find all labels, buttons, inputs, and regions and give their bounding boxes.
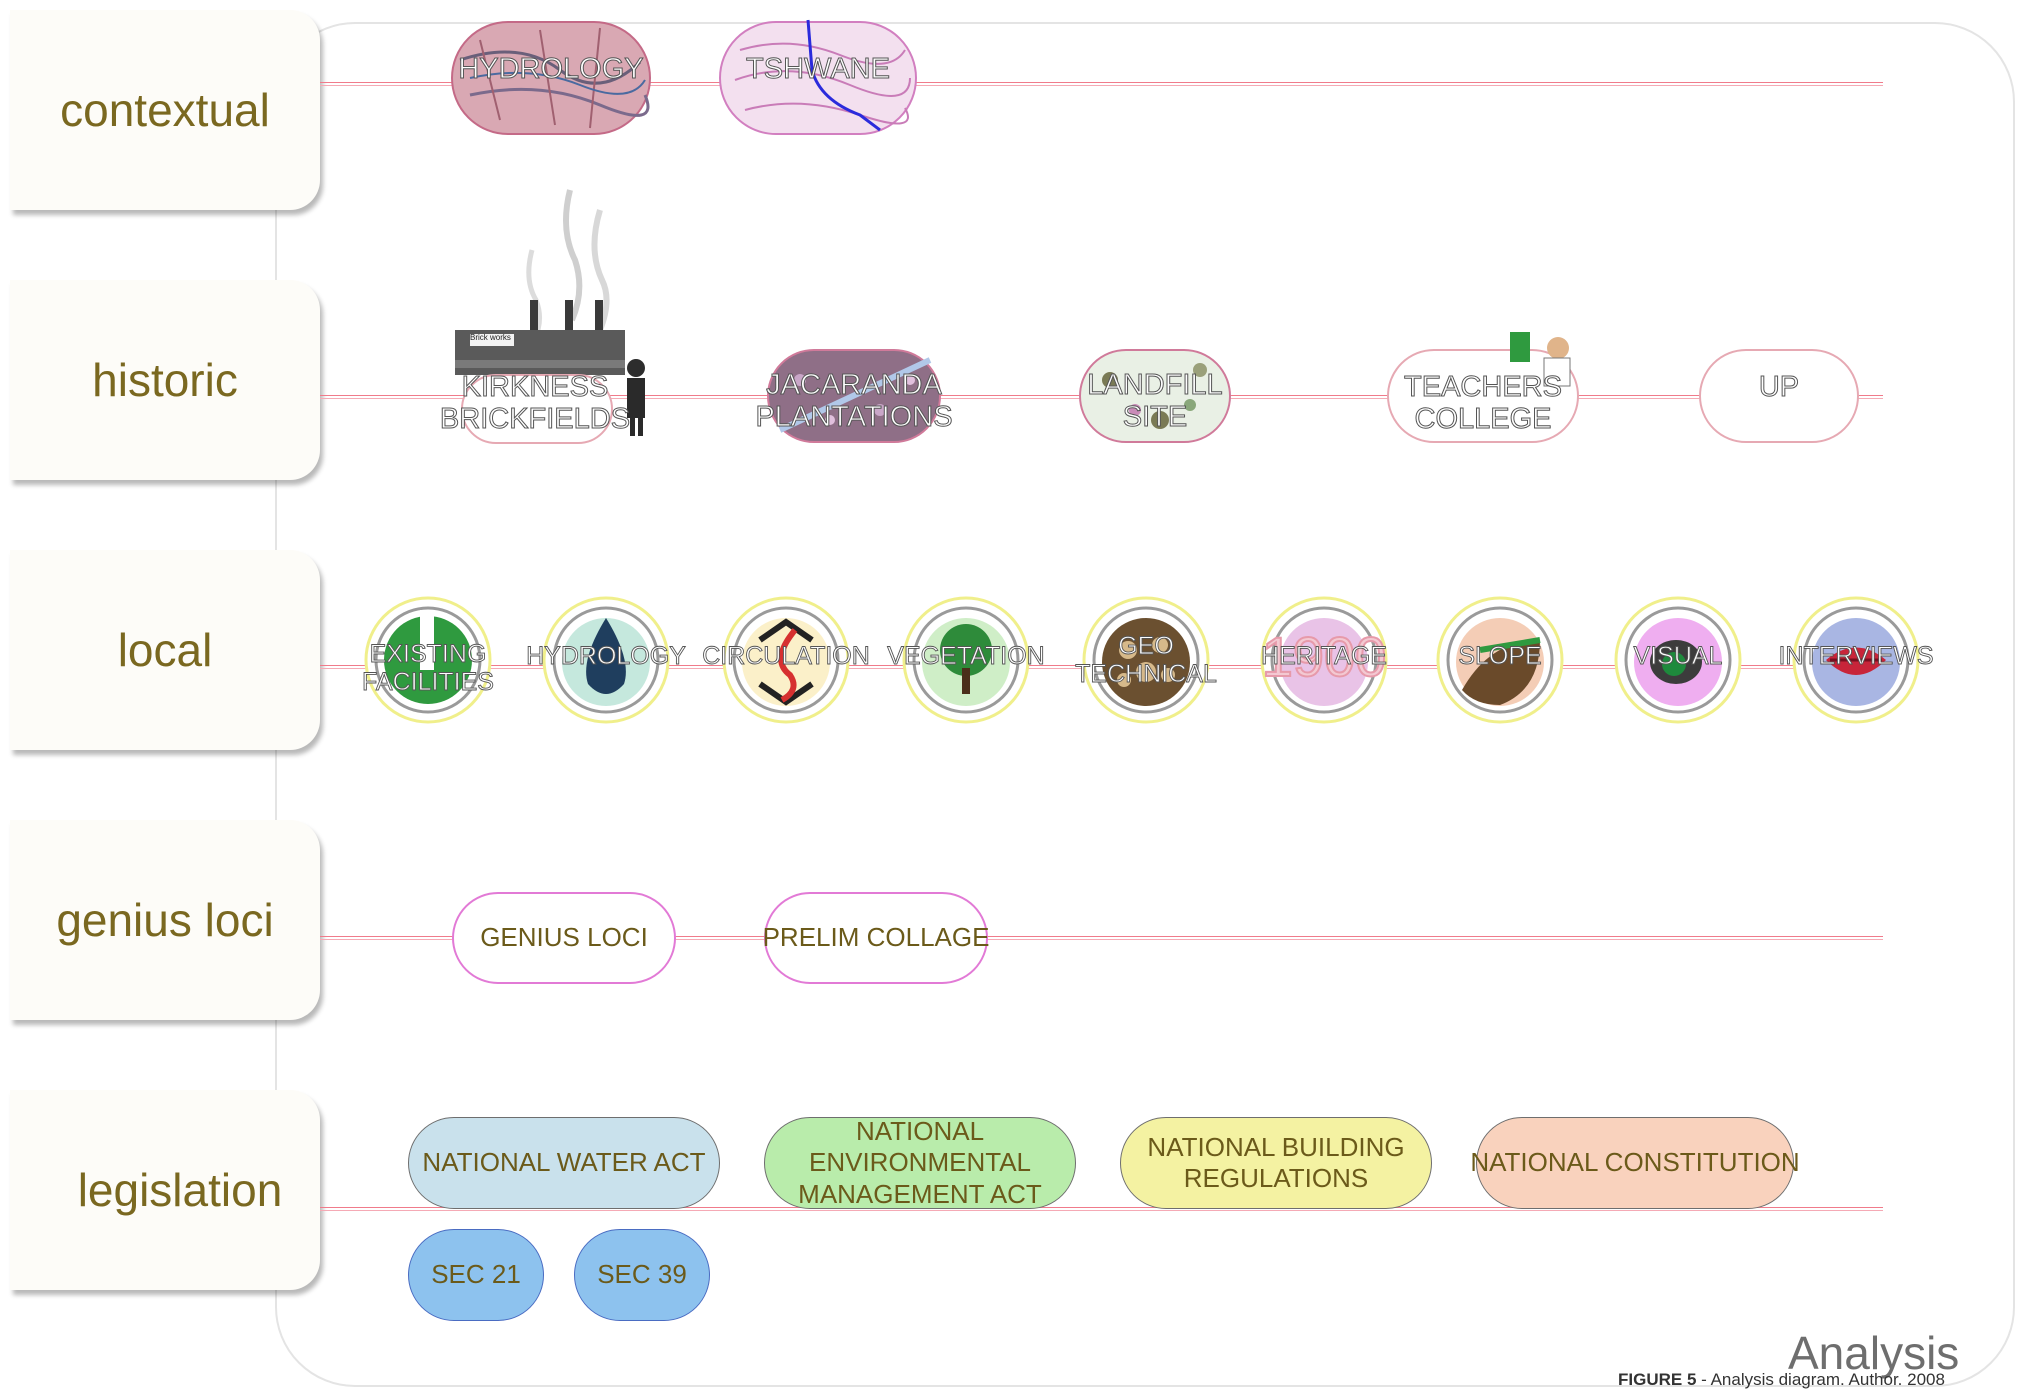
local-hydrology-label: HYDROLOGY — [526, 642, 687, 671]
local-interviews-label: INTERVIEWS — [1778, 642, 1934, 671]
contextual-hydrology-label: HYDROLOGY — [458, 53, 644, 86]
sec39-pill: SEC 39 — [574, 1229, 710, 1321]
brickworks-sign: Brick works — [470, 333, 511, 342]
sec21-pill: SEC 21 — [408, 1229, 544, 1321]
row-tab-genius-loci: genius loci — [10, 820, 320, 1020]
genius-loci-pill: GENIUS LOCI — [452, 892, 676, 984]
geotechnical-icon — [1082, 596, 1210, 724]
figure-caption: FIGURE 5 - Analysis diagram. Author. 200… — [1618, 1370, 1945, 1390]
existing-facilities-icon — [364, 596, 492, 724]
row-tab-contextual: contextual — [10, 10, 320, 210]
row-label-genius-loci: genius loci — [56, 894, 274, 946]
prelim-collage-pill: PRELIM COLLAGE — [762, 892, 990, 984]
prelim-collage-pill-label: PRELIM COLLAGE — [762, 922, 990, 953]
landfill-image — [1079, 349, 1231, 443]
local-slope-label: SLOPE — [1458, 642, 1542, 671]
teachers-college-node — [1387, 332, 1579, 443]
figure-label: FIGURE 5 — [1618, 1370, 1697, 1389]
historic-figure-image — [627, 359, 645, 436]
sec21-label: SEC 21 — [431, 1259, 521, 1290]
row-tab-historic: historic — [10, 280, 320, 480]
kirkness-node — [461, 374, 613, 444]
local-existing-label: EXISTING FACILITIES — [362, 640, 495, 697]
timeline-contextual — [320, 82, 1883, 86]
historic-up-label: UP — [1758, 371, 1800, 404]
jacaranda-image — [767, 349, 941, 443]
timeline-genius-loci — [320, 936, 1883, 940]
brickworks-factory-image — [455, 189, 625, 375]
constitution-label: NATIONAL CONSTITUTION — [1470, 1147, 1800, 1178]
row-label-contextual: contextual — [60, 84, 270, 136]
env-act-label: NATIONAL ENVIRONMENTAL MANAGEMENT ACT — [798, 1116, 1042, 1209]
visual-icon — [1614, 596, 1742, 724]
local-circulation-label: CIRCULATION — [702, 642, 871, 671]
historic-teachers-label: TEACHERS COLLEGE — [1404, 371, 1563, 436]
env-act-pill: NATIONAL ENVIRONMENTAL MANAGEMENT ACT — [764, 1116, 1076, 1209]
sec39-label: SEC 39 — [597, 1259, 687, 1290]
slope-icon — [1436, 596, 1564, 724]
hydrology-map-image — [451, 21, 651, 135]
vegetation-icon — [902, 596, 1030, 724]
row-label-local: local — [117, 624, 213, 676]
heritage-year: 1900 — [1261, 624, 1388, 689]
row-tab-legislation: legislation — [10, 1090, 320, 1290]
tshwane-map-image — [719, 19, 917, 135]
historic-landfill-label: LANDFILL SITE — [1087, 369, 1223, 434]
building-regs-label: NATIONAL BUILDING REGULATIONS — [1147, 1131, 1405, 1193]
historic-kirkness-label: KIRKNESS BRICKFIELDS — [439, 371, 631, 436]
water-act-label: NATIONAL WATER ACT — [422, 1147, 706, 1178]
row-tab-local: local — [10, 550, 320, 750]
hydrology-local-icon — [542, 596, 670, 724]
genius-loci-pill-label: GENIUS LOCI — [480, 922, 648, 953]
building-regs-pill: NATIONAL BUILDING REGULATIONS — [1120, 1117, 1432, 1209]
local-vegetation-label: VEGETATION — [887, 642, 1045, 671]
local-heritage-label: HERITAGE — [1261, 642, 1388, 671]
up-node — [1699, 349, 1859, 443]
interviews-icon — [1792, 596, 1920, 724]
local-visual-label: VISUAL — [1633, 642, 1723, 671]
analysis-title: Analysis — [1788, 1327, 1960, 1379]
timeline-legislation — [320, 1207, 1883, 1211]
circulation-icon — [722, 596, 850, 724]
local-geotechnical-label: GEO TECHNICAL — [1075, 632, 1218, 689]
historic-jacaranda-label: JACARANDA PLANTATIONS — [755, 369, 953, 434]
constitution-pill: NATIONAL CONSTITUTION — [1470, 1117, 1800, 1209]
heritage-icon — [1260, 596, 1388, 724]
contextual-tshwane-label: TSHWANE — [746, 53, 891, 86]
row-label-historic: historic — [92, 354, 238, 406]
water-act-pill: NATIONAL WATER ACT — [408, 1117, 720, 1209]
figure-caption-text: - Analysis diagram. Author. 2008 — [1696, 1370, 1945, 1389]
row-label-legislation: legislation — [77, 1164, 283, 1216]
